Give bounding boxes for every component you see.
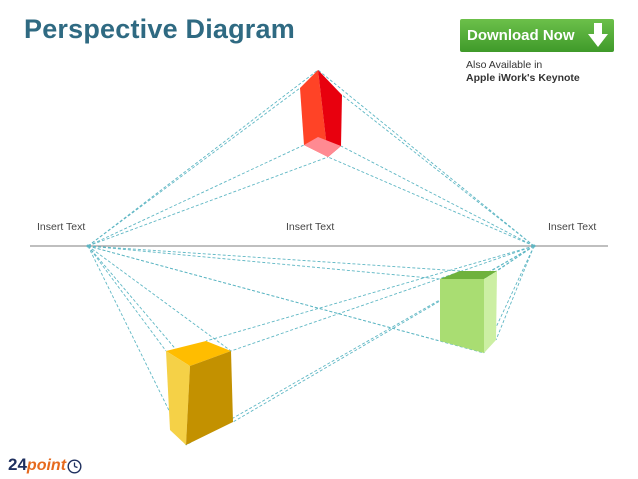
- brand-logo: 24 point: [8, 455, 82, 475]
- red-box-front-face: [300, 70, 328, 157]
- horizon-label-left: Insert Text: [37, 221, 86, 233]
- download-button-label: Download Now: [467, 27, 575, 44]
- left-vanishing-point: [86, 244, 90, 248]
- yellow-box-side-face: [166, 351, 190, 445]
- yellow-box: [166, 341, 233, 445]
- download-arrow-icon: [588, 23, 608, 47]
- availability-line-2: Apple iWork's Keynote: [466, 72, 580, 84]
- horizon-label-center: Insert Text: [286, 221, 335, 233]
- green-box-front-face: [440, 279, 484, 353]
- horizon-label-right: Insert Text: [548, 221, 597, 233]
- availability-note: Also Available in Apple iWork's Keynote: [466, 59, 580, 85]
- guide-lines: [87, 69, 535, 446]
- green-box-side-face: [484, 271, 497, 353]
- clock-icon: [67, 459, 82, 474]
- red-box-side-face: [318, 70, 342, 157]
- availability-line-1: Also Available in: [466, 59, 543, 71]
- logo-number: 24: [8, 455, 27, 474]
- page-title: Perspective Diagram: [24, 14, 295, 44]
- green-box-top-face: [440, 271, 497, 279]
- yellow-box-top-face: [166, 341, 231, 366]
- green-box: [440, 271, 497, 353]
- right-vanishing-point: [532, 244, 536, 248]
- logo-word: point: [26, 457, 67, 474]
- yellow-box-front-face: [186, 351, 233, 445]
- red-box: [300, 70, 342, 157]
- download-now-button[interactable]: Download Now: [460, 19, 614, 52]
- red-box-bottom-face: [304, 137, 341, 157]
